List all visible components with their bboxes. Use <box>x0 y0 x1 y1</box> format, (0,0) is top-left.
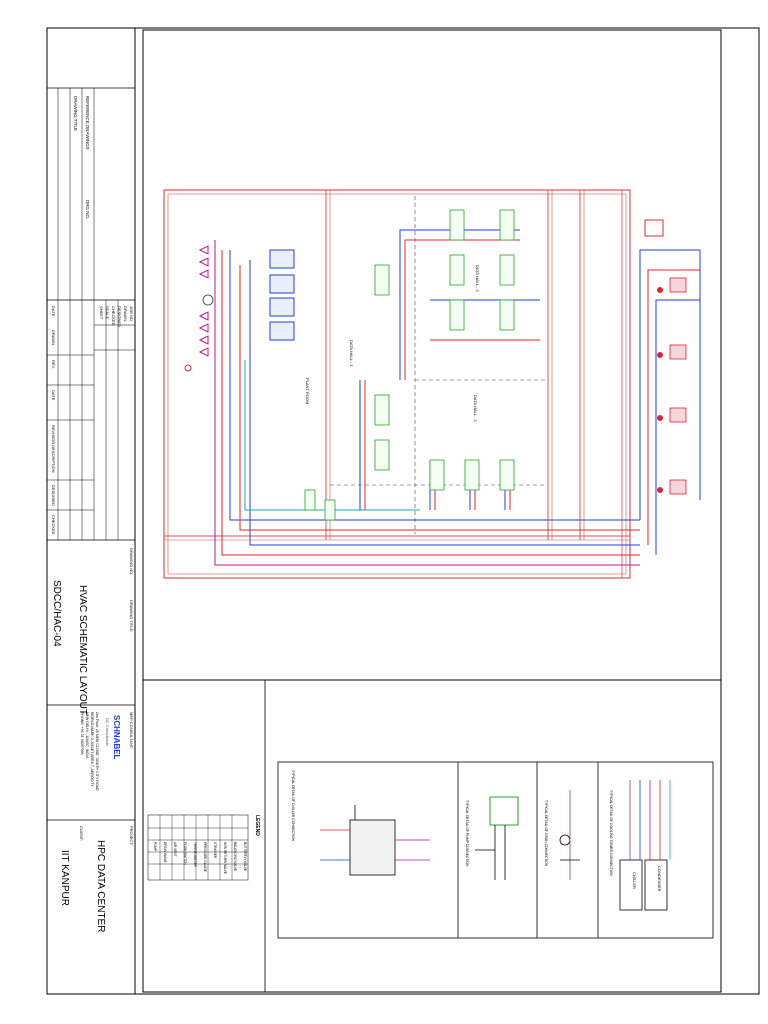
drawn-label: DRAWN <box>123 306 128 321</box>
date-col-label-2: DATE <box>51 390 56 401</box>
chiller-label: CHILLER <box>632 872 637 889</box>
legend-item-label: BUTTERFLY VALVE <box>243 842 247 871</box>
detail-crah-title: TYPICAL DETAIL OF CRAH CONNECTION <box>544 800 548 867</box>
detail-pump-title: TYPICAL DETAIL OF PUMP CONNECTION <box>465 800 469 867</box>
details-area: LEGEND BUTTERFLY VALVE BALANCING VALVE NON… <box>147 680 714 992</box>
detail-chiller-title: TYPICAL DETAIL OF CHILLER CONNECTION <box>291 770 295 842</box>
building-outline <box>163 189 631 579</box>
legend-item-label: AIR VENT <box>173 842 177 857</box>
drawn-col-label: DRAWN <box>51 330 56 345</box>
consultant-logo: SCHNABEL <box>112 715 121 760</box>
data-hall-2-label: DATA HALL - 2 <box>475 265 480 292</box>
consultant-label: MEP CONSULTANT: <box>129 712 134 749</box>
legend-item-label: PUMP <box>153 842 157 851</box>
scale-label: SCALE <box>105 306 110 319</box>
chiller-bank <box>269 249 295 341</box>
reference-drawings-label: REFERENCE DRAWINGS <box>85 96 90 150</box>
detail-panel-frame <box>277 761 714 939</box>
drawing-no-label: DRAWING NO. <box>129 548 134 575</box>
designed-col-label: DESIGNED <box>51 485 56 506</box>
drawing-frame <box>142 29 722 993</box>
crah-units <box>304 209 515 521</box>
designed-label: DESIGNED <box>117 306 122 327</box>
cooling-towers <box>644 219 687 495</box>
legend-item-label: DRAIN VALVE <box>163 842 167 863</box>
chiller-box <box>619 859 643 911</box>
legend-item-label: NON RETURN VALVE <box>223 842 227 874</box>
legend: LEGEND BUTTERFLY VALVE BALANCING VALVE NON… <box>147 814 260 881</box>
sheet-label: SHEET <box>99 306 104 320</box>
rev-col-label: REV. <box>51 360 56 369</box>
plant-room-label: PLANT ROOM <box>305 378 310 404</box>
hvac-schematic: PLANT ROOM DATA HALL - 1 DATA HALL - 2 D… <box>163 189 701 579</box>
title-block <box>47 87 135 821</box>
consultant-address-2: WORLD MARK 3, ASSET AREA 7, AEROCITY <box>90 712 94 787</box>
client-name: IIT KANPUR <box>59 850 70 906</box>
project-name: HPC DATA CENTER <box>95 840 106 932</box>
sheet-outer-border <box>46 27 760 995</box>
pipe-network <box>214 229 701 566</box>
detail-cooling-tower-connection: CHILLER CONDENSER TYPICAL DETAIL OF COOL… <box>609 780 671 911</box>
legend-item-label: THERMOMETER <box>193 842 197 868</box>
drawing-title: HVAC SCHEMATIC LAYOUT <box>77 585 88 715</box>
plant-room-pumps <box>184 245 214 372</box>
consultant-address-1: 2nd Floor, 25 NEW CLOSE, SOUTH CITY ROAD <box>95 712 99 791</box>
job-no-label: JOB NO. <box>129 306 134 322</box>
data-hall-3-label: DATA HALL - 3 <box>473 395 478 422</box>
legend-item-label: FLOW SWITCH <box>183 842 187 865</box>
condenser-box <box>644 859 668 911</box>
client-label: CLIENT: <box>79 826 84 841</box>
project-label: PROJECT: <box>129 826 134 845</box>
drawing-title-col-label: DRAWING TITLE <box>73 96 78 131</box>
drawing-number: SDCC/HAC-04 <box>51 580 62 647</box>
legend-title: LEGEND <box>254 815 260 836</box>
condenser-label: CONDENSER <box>657 866 662 892</box>
detail-cooling-tower-title: TYPICAL DETAIL OF COOLING TOWER CONNECTI… <box>609 790 613 876</box>
chiller-equipment-box <box>349 819 396 876</box>
drawing-title-label: DRAWING TITLE: <box>129 600 134 632</box>
revision-description-label: REVISION DESCRIPTION <box>51 425 56 473</box>
legend-item-label: BALANCING VALVE <box>233 842 237 871</box>
checked-col-label: CHECKED <box>51 515 56 535</box>
detail-pump-connection: TYPICAL DETAIL OF PUMP CONNECTION <box>465 796 519 880</box>
consultant-address-4: PHONE: +91 11 46057000 <box>80 712 84 755</box>
date-col-label: DATE <box>51 306 56 317</box>
detail-chiller-connection: TYPICAL DETAIL OF CHILLER CONNECTION <box>291 770 430 876</box>
legend-item-label: PRESSURE GAUGE <box>203 842 207 872</box>
drg-no-col-label: DRG NO. <box>85 200 90 219</box>
legend-item-label: STRAINER <box>213 842 217 859</box>
data-hall-1-label: DATA HALL - 1 <box>349 340 354 367</box>
consultant-tag: DC Consultants <box>105 718 110 746</box>
checked-label: CHECKED <box>111 306 116 326</box>
detail-crah-connection: TYPICAL DETAIL OF CRAH CONNECTION <box>544 790 580 880</box>
consultant-address-3: NEW DELHI - 110037, INDIA <box>85 712 89 759</box>
